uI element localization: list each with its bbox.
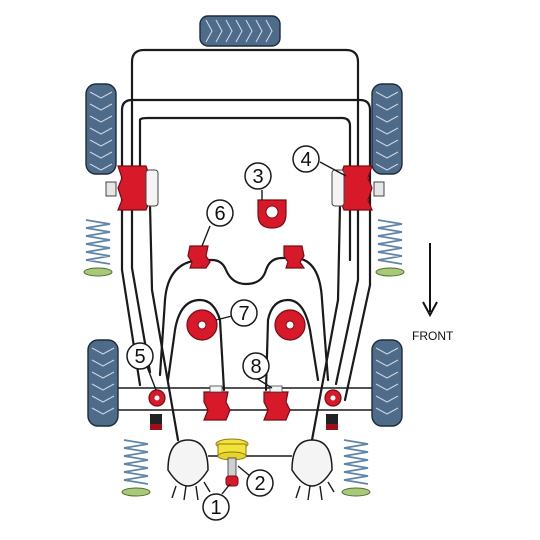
front-axle-bush-left <box>105 165 159 211</box>
callout-5-label: 5 <box>134 346 145 368</box>
anti-roll-bar-bush-right <box>283 245 306 269</box>
tyre-rear-right <box>371 339 403 427</box>
callout-6: 6 <box>206 199 234 227</box>
trailing-arm-bush-left <box>186 309 218 341</box>
callout-1: 1 <box>202 493 230 521</box>
spring-rear-left <box>121 439 151 497</box>
callout-8-label: 8 <box>250 356 261 378</box>
rear-hub-right <box>291 439 335 501</box>
tyre-front-left <box>85 83 117 175</box>
spare-tyre <box>199 15 281 47</box>
callout-4: 4 <box>292 145 320 173</box>
diff-mount <box>208 438 292 487</box>
callout-6-label: 6 <box>214 203 225 225</box>
chassis-frame <box>118 48 392 442</box>
shock-bush-left <box>148 389 166 430</box>
callout-3-label: 3 <box>252 166 263 188</box>
callout-2: 2 <box>246 469 274 497</box>
bush-item-3 <box>257 199 287 229</box>
callout-8: 8 <box>242 352 270 380</box>
callout-7-label: 7 <box>238 303 249 325</box>
right-trailing-arm <box>264 298 320 392</box>
trailing-arm-bush-right <box>274 309 306 341</box>
spring-front-right <box>375 219 405 277</box>
callout-2-label: 2 <box>254 473 265 495</box>
spring-rear-right <box>341 439 371 497</box>
front-direction-indicator: FRONT <box>412 243 454 343</box>
axle-bush-right <box>263 385 291 421</box>
callout-5: 5 <box>126 342 154 370</box>
shock-bush-right <box>324 389 342 430</box>
front-label: FRONT <box>412 329 454 343</box>
tyre-front-right <box>371 83 403 175</box>
anti-roll-bar-bush-left <box>187 245 211 269</box>
rear-hub-left <box>167 439 211 501</box>
callout-4-label: 4 <box>300 149 311 171</box>
axle-bush-left <box>203 385 231 421</box>
callout-7: 7 <box>230 299 258 327</box>
front-axle-bush-right <box>331 165 385 211</box>
spring-front-left <box>83 219 113 277</box>
callout-1-label: 1 <box>210 497 221 519</box>
tyre-rear-left <box>87 339 119 427</box>
left-trailing-arm <box>166 298 226 392</box>
leader-lines <box>145 161 347 495</box>
callout-3: 3 <box>244 162 272 190</box>
